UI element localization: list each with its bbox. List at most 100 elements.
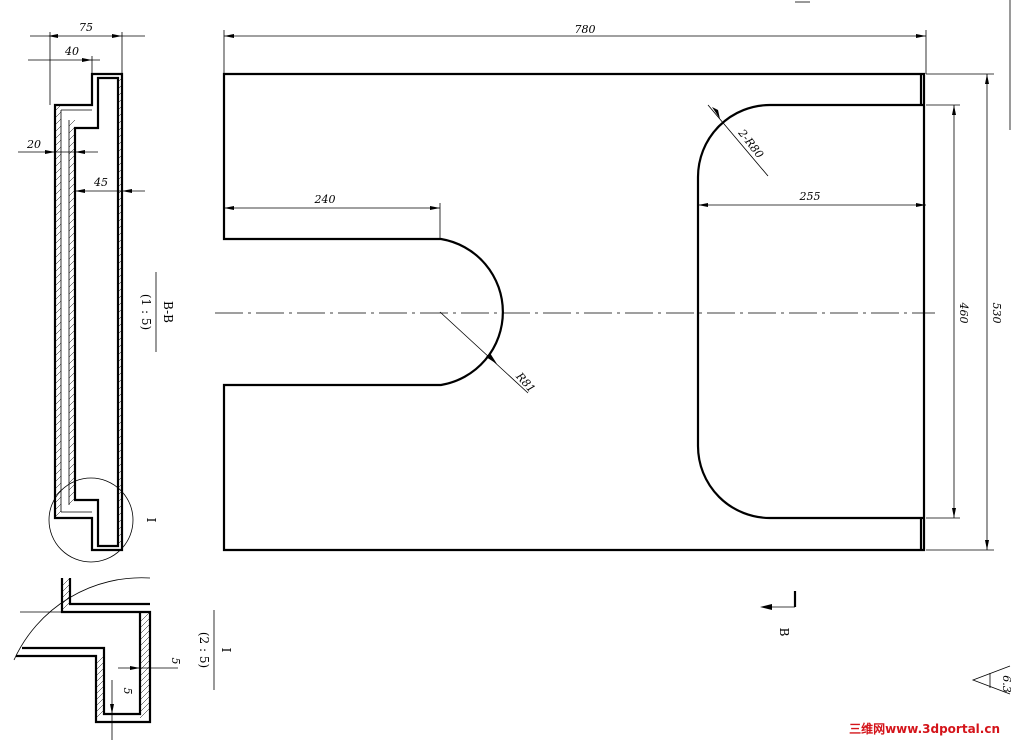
hatch-line — [139, 611, 151, 623]
hatch-line — [54, 139, 62, 147]
hatch-line — [68, 126, 76, 134]
hatch-line — [139, 659, 151, 671]
hatch-line — [54, 258, 62, 266]
hatch-line — [68, 182, 76, 190]
hatch-line — [68, 406, 76, 414]
hatch-line — [54, 335, 62, 343]
hatch-line — [139, 689, 151, 701]
plate-outline — [222, 72, 926, 552]
hatch-line — [117, 238, 123, 244]
hatch-line — [68, 259, 76, 267]
hatch-line — [117, 91, 123, 97]
hatch-line — [68, 245, 76, 253]
hatch-line — [117, 147, 123, 153]
hatch-line — [117, 504, 123, 510]
dim-r81-arrow — [486, 353, 497, 364]
hatch-line — [68, 462, 76, 470]
hatch-line — [117, 448, 123, 454]
hatch-line — [117, 518, 123, 524]
hatch-line — [54, 419, 62, 427]
hatch-line — [117, 483, 123, 489]
hatch-line — [54, 160, 62, 168]
dim-r80-leader — [707, 104, 769, 177]
hatch-line — [117, 140, 123, 146]
hatch-line — [54, 510, 62, 518]
hatch-line — [117, 378, 123, 384]
hatch-line — [117, 462, 123, 468]
hatch-line — [117, 399, 123, 405]
hatch-line — [117, 287, 123, 293]
dim-r81-leader — [439, 311, 529, 394]
hatch-line — [117, 322, 123, 328]
hatch-line — [117, 105, 123, 111]
hatch-line — [117, 413, 123, 419]
hatch-line — [117, 224, 123, 230]
hatch-line — [117, 126, 123, 132]
hatch-line — [54, 293, 62, 301]
hatch-line — [117, 371, 123, 377]
hatch-line — [61, 589, 71, 599]
hatch-line — [68, 287, 76, 295]
hatch-line — [117, 427, 123, 433]
dim-780-text: 780 — [575, 23, 596, 36]
hatch-line — [117, 168, 123, 174]
hatch-line — [139, 629, 151, 641]
detail-hatching — [61, 577, 151, 719]
hatch-line — [54, 216, 62, 224]
hatch-line — [68, 196, 76, 204]
hatch-line — [95, 691, 105, 701]
hatch-line — [117, 84, 123, 90]
hatch-line — [54, 482, 62, 490]
hatch-line — [54, 195, 62, 203]
hatch-line — [117, 154, 123, 160]
dim-255-arrow-left — [698, 203, 708, 207]
view-marker-b: B — [760, 591, 797, 637]
hatch-line — [117, 350, 123, 356]
hatch-line — [54, 307, 62, 315]
hatch-line — [54, 356, 62, 364]
hatch-line — [117, 406, 123, 412]
detail-circle — [48, 477, 134, 563]
hatch-line — [117, 217, 123, 223]
hatch-line — [68, 294, 76, 302]
hatch-line — [117, 280, 123, 286]
hatch-line — [54, 349, 62, 357]
hatch-line — [117, 420, 123, 426]
hatch-line — [117, 315, 123, 321]
dim-780-arrow-left — [224, 34, 234, 38]
hatch-line — [54, 230, 62, 238]
hatch-line — [68, 175, 76, 183]
dim-460-arrow-bottom — [952, 508, 956, 518]
section-label-name: B-B — [161, 301, 175, 323]
hatch-line — [139, 635, 151, 647]
hatch-line — [117, 469, 123, 475]
section-outer-profile — [53, 72, 124, 552]
dim-75-arrow-left — [48, 34, 58, 38]
hatch-line — [68, 427, 76, 435]
dim-255-text: 255 — [799, 190, 821, 203]
hatch-line — [95, 673, 105, 683]
hatch-line — [54, 433, 62, 441]
hatch-line — [117, 161, 123, 167]
detail-label-scale: (2 : 5) — [197, 632, 211, 668]
hatch-line — [117, 245, 123, 251]
dim-40-text: 40 — [64, 45, 79, 58]
hatch-line — [54, 209, 62, 217]
hatch-line — [54, 237, 62, 245]
hatch-line — [95, 679, 105, 689]
hatch-line — [117, 343, 123, 349]
hatch-line — [95, 661, 105, 671]
hatch-line — [139, 695, 151, 707]
hatch-line — [54, 412, 62, 420]
hatch-line — [117, 112, 123, 118]
hatch-line — [117, 539, 123, 545]
hatch-line — [117, 119, 123, 125]
hatch-line — [68, 497, 76, 505]
dim-45-arrow-left — [75, 189, 85, 193]
hatch-line — [68, 301, 76, 309]
hatch-line — [54, 300, 62, 308]
hatch-line — [68, 154, 76, 162]
hatch-line — [117, 434, 123, 440]
hatch-line — [68, 252, 76, 260]
